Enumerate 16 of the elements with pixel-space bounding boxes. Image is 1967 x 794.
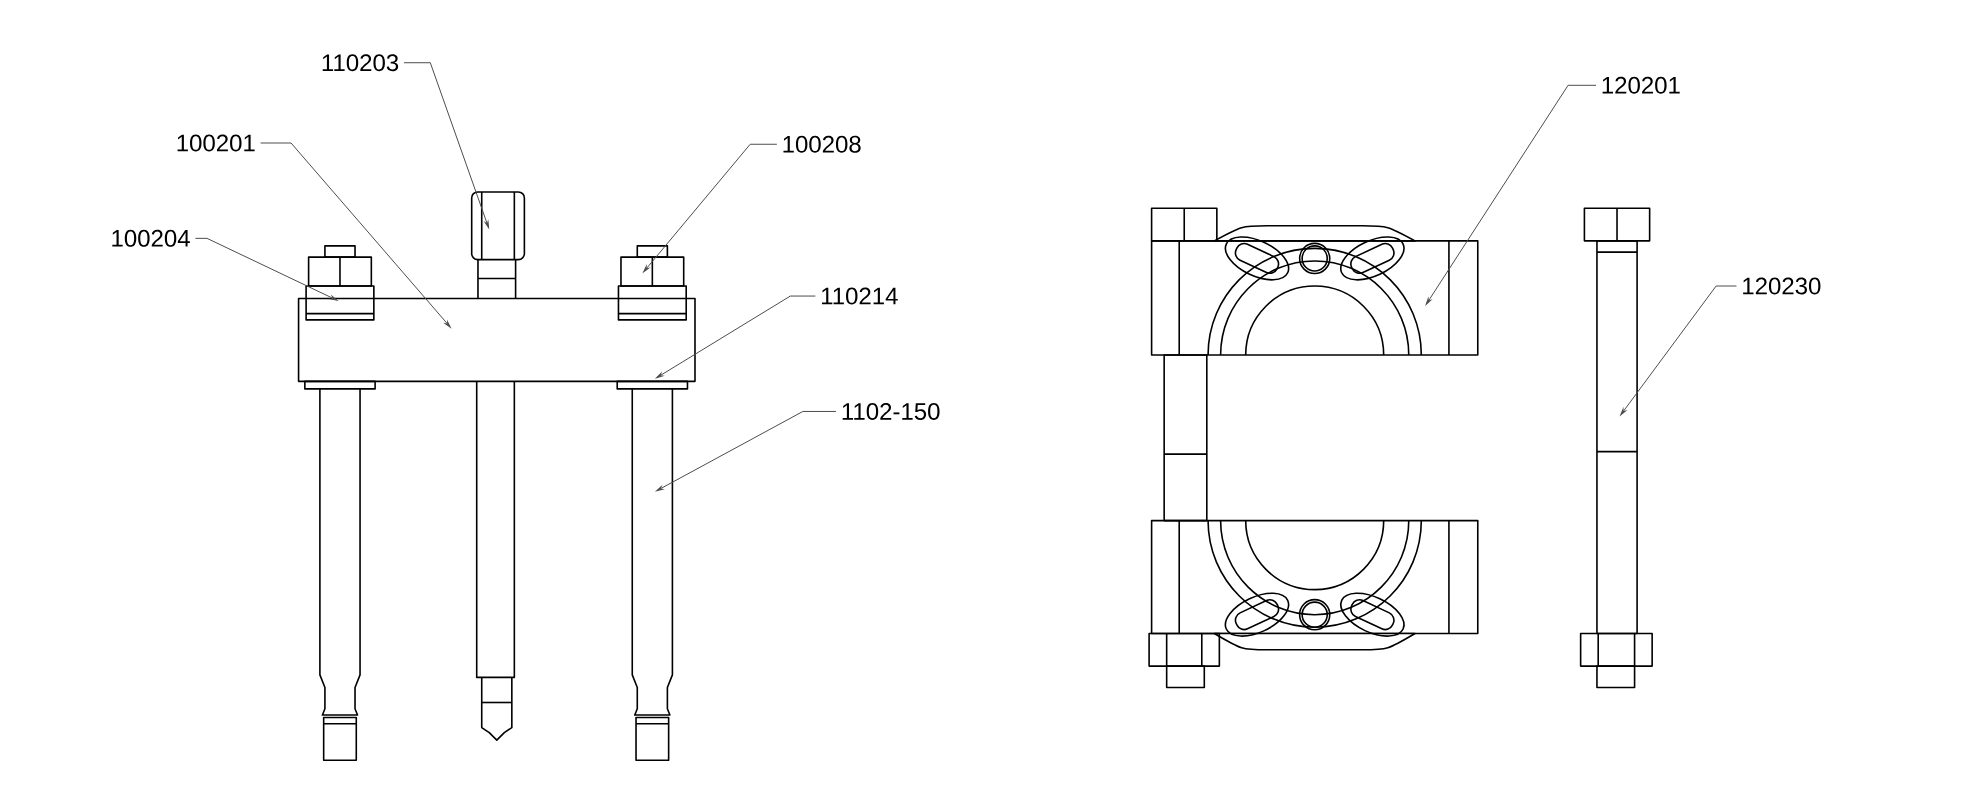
callout-number: 1102-150 [842, 402, 940, 420]
callout-number: 120230 [1743, 277, 1821, 295]
leader-line [656, 295, 816, 379]
callout-number: 100201 [177, 134, 255, 152]
callout-number: 110214 [822, 287, 898, 305]
leader-line [403, 62, 490, 229]
callout-number: 120201 [1602, 76, 1680, 94]
callout-number: 100208 [783, 135, 861, 153]
callout-number: 110203 [322, 54, 399, 72]
leader-line [260, 142, 451, 328]
leader-line [194, 237, 338, 301]
callout-number: 100204 [112, 229, 190, 247]
leader-line [1425, 84, 1597, 305]
leader-line [656, 410, 837, 492]
leader-line [1620, 285, 1737, 416]
leader-line [643, 143, 778, 273]
